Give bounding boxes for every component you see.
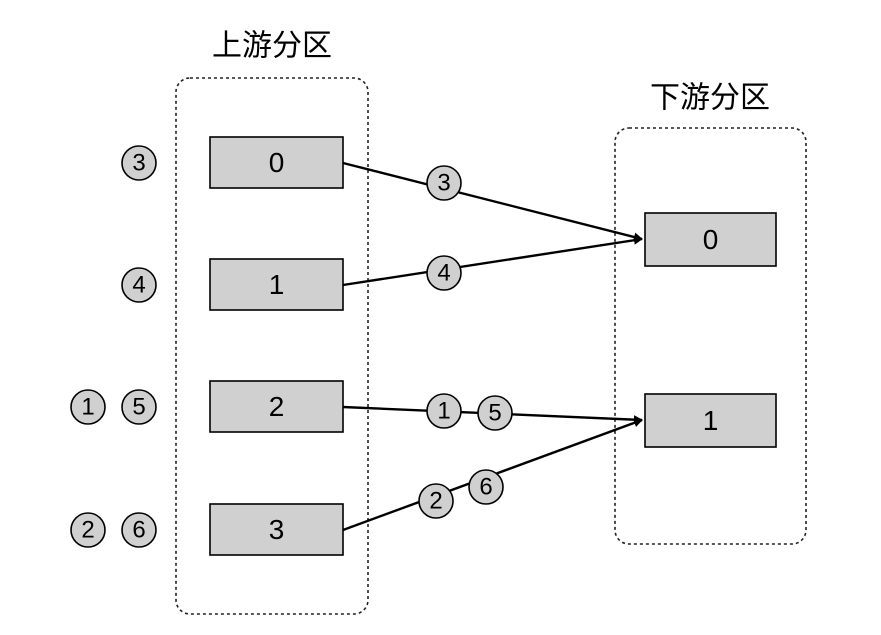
svg-text:6: 6	[479, 474, 492, 501]
record-1-in-transit: 1	[426, 393, 462, 429]
svg-text:6: 6	[132, 517, 145, 544]
svg-text:5: 5	[488, 400, 501, 427]
record-5-at-upstream-2: 5	[121, 389, 157, 425]
record-6-at-upstream-3: 6	[121, 512, 157, 548]
record-1-at-upstream-2: 1	[70, 389, 106, 425]
downstream-partition-label: 0	[703, 224, 719, 255]
record-5-in-transit: 5	[477, 395, 513, 431]
record-4-in-transit: 4	[426, 255, 462, 291]
downstream-partition-0: 0	[644, 212, 777, 267]
upstream-partition-3: 3	[209, 503, 344, 556]
svg-text:1: 1	[81, 394, 94, 421]
upstream-group	[175, 77, 369, 615]
downstream-partition-1: 1	[644, 393, 777, 448]
edge-up0-down0	[342, 161, 643, 242]
svg-text:5: 5	[132, 394, 145, 421]
svg-text:2: 2	[429, 488, 442, 515]
upstream-partition-label: 0	[269, 147, 285, 178]
svg-text:2: 2	[81, 517, 94, 544]
upstream-partition-label: 2	[269, 391, 285, 422]
upstream-partition-1: 1	[209, 258, 344, 311]
record-4-at-upstream-1: 4	[121, 267, 157, 303]
svg-text:3: 3	[132, 150, 145, 177]
record-6-in-transit: 6	[468, 469, 504, 505]
upstream-partition-2: 2	[209, 380, 344, 433]
upstream-partition-label: 1	[269, 269, 285, 300]
record-3-at-upstream-0: 3	[121, 145, 157, 181]
downstream-partition-label: 1	[703, 405, 719, 436]
downstream-title: 下游分区	[650, 81, 770, 116]
edge-up1-down0	[342, 235, 643, 287]
upstream-partition-0: 0	[209, 136, 344, 189]
upstream-title: 上游分区	[212, 29, 332, 64]
record-2-in-transit: 2	[418, 483, 454, 519]
svg-text:4: 4	[132, 272, 145, 299]
record-2-at-upstream-3: 2	[70, 512, 106, 548]
svg-text:3: 3	[437, 170, 450, 197]
svg-text:1: 1	[437, 398, 450, 425]
downstream-group	[614, 127, 807, 545]
svg-text:4: 4	[437, 260, 450, 287]
record-3-in-transit: 3	[426, 165, 462, 201]
upstream-partition-label: 3	[269, 514, 285, 545]
